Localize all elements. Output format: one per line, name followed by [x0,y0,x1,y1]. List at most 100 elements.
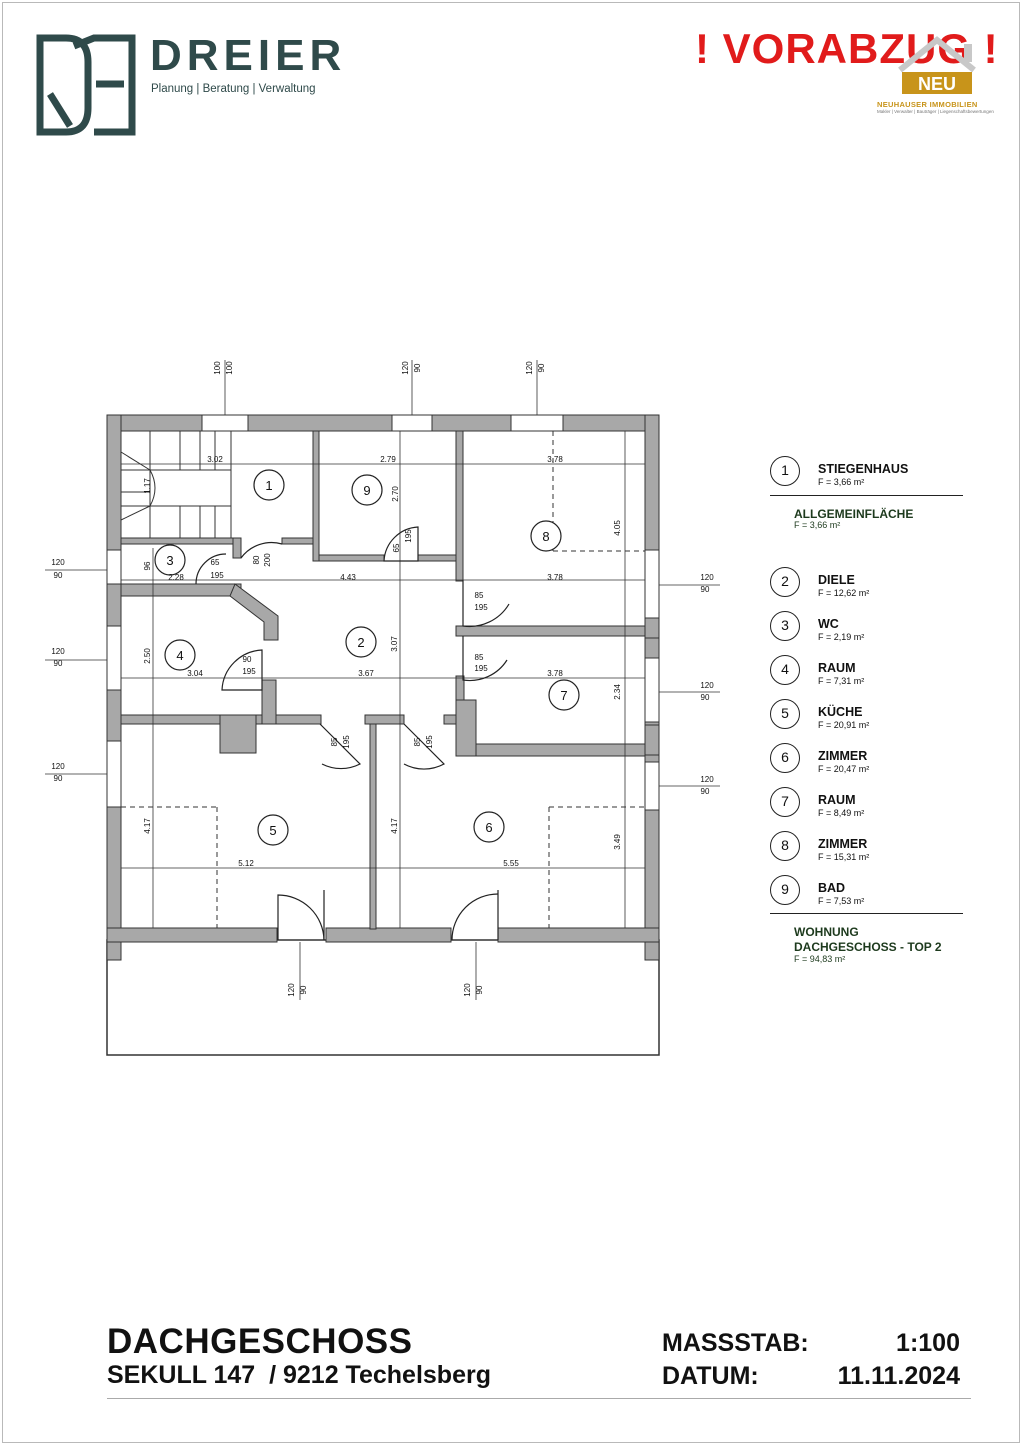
opening-height: 90 [299,985,308,994]
opening-height: 100 [225,361,234,375]
room-number: 7 [560,688,567,703]
footer-divider [107,1398,971,1399]
dimension-label: 4.17 [390,818,399,834]
legend-room-name: DIELE [818,573,855,587]
legend-room-area: F = 3,66 m² [818,477,865,487]
legend-item: 5 KÜCHE F = 20,91 m² [770,699,966,735]
dimension-label: 2.50 [143,648,152,664]
legend-room-name: KÜCHE [818,705,863,719]
legend-group-title: ALLGEMEINFLÄCHE [794,507,914,521]
opening-height: 90 [475,985,484,994]
legend-room-name: ZIMMER [818,749,868,763]
date-value: 11.11.2024 [837,1362,960,1390]
plan-address: SEKULL 147 / 9212 Techelsberg [107,1361,491,1389]
door-height: 195 [342,735,351,749]
scale-value: 1:100 [896,1329,960,1357]
door-height: 195 [242,667,256,676]
dimension-label: 3.49 [613,834,622,850]
dimension-label: 3.02 [207,455,223,464]
door-width: 85 [475,653,484,662]
date-label: DATUM: [662,1362,759,1390]
legend-room-area: F = 20,47 m² [818,764,870,774]
legend-room-area: F = 20,91 m² [818,720,870,730]
dimension-label: 3.78 [547,573,563,582]
opening-height: 90 [54,659,63,668]
opening-height: 90 [54,571,63,580]
door-width: 85 [413,737,422,746]
plan-title: DACHGESCHOSS [107,1322,413,1361]
legend-number: 2 [770,567,800,597]
opening-height: 90 [54,774,63,783]
legend-item: 2 DIELE F = 12,62 m² [770,567,966,603]
brand-name: DREIER [150,31,347,80]
room-number: 8 [542,529,549,544]
legend-room-area: F = 8,49 m² [818,808,865,818]
legend-item: 8 ZIMMER F = 15,31 m² [770,831,966,867]
room-number: 6 [485,820,492,835]
legend-room-area: F = 12,62 m² [818,588,870,598]
dimension-label: 3.07 [390,636,399,652]
legend-room-area: F = 7,53 m² [818,896,865,906]
opening-width: 120 [700,775,714,784]
legend-divider [770,913,963,914]
legend-number: 7 [770,787,800,817]
dimension-label: 3.04 [187,669,203,678]
door-width: 85 [330,737,339,746]
scale-label: MASSSTAB: [662,1329,809,1357]
opening-width: 120 [51,647,65,656]
dreier-logo [36,34,136,136]
legend-room-area: F = 2,19 m² [818,632,865,642]
dimension-label: 5.55 [503,859,519,868]
opening-width: 120 [401,361,410,375]
legend-room-name: WC [818,617,839,631]
legend-item: 4 RAUM F = 7,31 m² [770,655,966,691]
legend-total-line2: DACHGESCHOSS - TOP 2 [794,940,942,954]
dimension-label: 3.78 [547,669,563,678]
legend-item: 1 STIEGENHAUS F = 3,66 m² [770,456,966,492]
legend-total-area: F = 94,83 m² [794,954,846,964]
opening-height: 90 [537,363,546,372]
agent-tagline: Makler | Verwalter | Bauträger | Liegens… [877,109,994,114]
legend-number: 4 [770,655,800,685]
dimension-label: 2.34 [613,684,622,700]
agent-name: NEUHAUSER IMMOBILIEN [877,100,978,109]
dimension-label: 4.17 [143,818,152,834]
room-number: 9 [363,483,370,498]
legend-room-area: F = 15,31 m² [818,852,870,862]
agent-badge-text: NEU [918,74,956,94]
opening-width: 120 [700,573,714,582]
legend-number: 8 [770,831,800,861]
opening-width: 120 [463,983,472,997]
dimension-label: 2.70 [391,486,400,502]
opening-width: 100 [213,361,222,375]
door-width: 65 [392,543,401,552]
legend-number: 6 [770,743,800,773]
opening-width: 120 [700,681,714,690]
door-height: 195 [425,735,434,749]
legend-room-name: ZIMMER [818,837,868,851]
legend-total-line1: WOHNUNG [794,925,859,939]
dimension-label: 4.05 [613,520,622,536]
legend-room-name: RAUM [818,793,856,807]
opening-height: 90 [413,363,422,372]
legend-number: 9 [770,875,800,905]
legend-number: 5 [770,699,800,729]
door-height: 195 [210,571,224,580]
legend-group-area: F = 3,66 m² [794,520,841,530]
legend-divider [770,495,963,496]
legend-item: 6 ZIMMER F = 20,47 m² [770,743,966,779]
opening-height: 90 [701,787,710,796]
dimension-label: 1.17 [143,478,152,494]
room-number: 4 [176,648,183,663]
legend-room-name: RAUM [818,661,856,675]
legend-item: 9 BAD F = 7,53 m² [770,875,966,911]
door-height: 195 [474,664,488,673]
dimension-label: 5.12 [238,859,254,868]
door-width: 65 [211,558,220,567]
dimension-label: 3.67 [358,669,374,678]
door-height: 195 [474,603,488,612]
legend-room-area: F = 7,31 m² [818,676,865,686]
door-width: 90 [243,655,252,664]
door-width: 85 [475,591,484,600]
